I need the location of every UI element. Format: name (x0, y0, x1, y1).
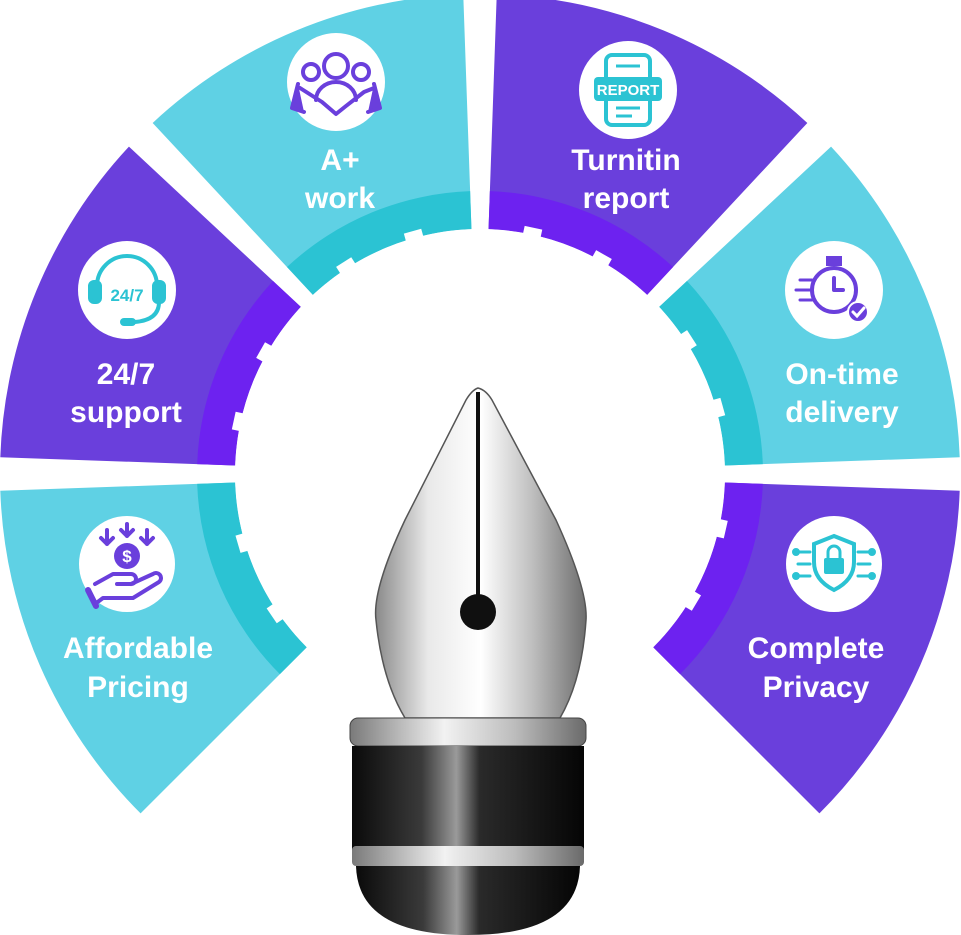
a-plus-work-gear-tooth-1 (403, 228, 427, 251)
segment-labels: Affordable Pricing 24/7 support A+ work … (63, 144, 899, 704)
affordable-pricing-label-line2: Pricing (87, 671, 189, 704)
a-plus-work-gear-tooth-2 (336, 257, 361, 283)
support-inner-band (197, 280, 301, 466)
turnitin-report-label-line2: report (583, 182, 670, 215)
affordable-pricing-label-line1: Affordable (63, 632, 213, 665)
support-label-line2: support (70, 396, 182, 429)
complete-privacy-inner-band (653, 482, 763, 675)
support-label-line1: 24/7 (97, 358, 155, 391)
a-plus-work-label-line1: A+ (320, 144, 359, 177)
complete-privacy-label-line1: Complete (748, 632, 885, 665)
handshake-team-icon (290, 52, 382, 116)
a-plus-work-label-line2: work (304, 182, 375, 215)
support-gear-tooth-1 (256, 342, 281, 367)
support-badge: 24/7 (78, 241, 176, 339)
segments-layer (0, 0, 960, 814)
on-time-delivery-label-line1: On-time (785, 358, 898, 391)
complete-privacy-badge (786, 516, 882, 612)
on-time-delivery-label-line2: delivery (785, 396, 899, 429)
complete-privacy-label-line2: Privacy (763, 671, 870, 704)
turnitin-report-gear-tooth-1 (587, 250, 612, 275)
support-icon-text: 24/7 (110, 286, 143, 305)
turnitin-report-badge: REPORT (579, 41, 677, 139)
stopwatch-check-icon (794, 256, 869, 323)
on-time-delivery-gear-tooth-2 (671, 330, 697, 355)
report-icon-text: REPORT (597, 82, 660, 99)
a-plus-work-inner-band (286, 191, 472, 295)
turnitin-report-label-line1: Turnitin (571, 144, 680, 177)
on-time-delivery-badge (785, 241, 883, 339)
hand-dollar-icon: $ (85, 522, 163, 609)
turnitin-report-inner-band (488, 191, 674, 295)
affordable-pricing-gear-tooth-1 (235, 530, 258, 553)
report-document-icon: REPORT (594, 53, 662, 127)
turnitin-report-gear-tooth-2 (520, 225, 543, 248)
complete-privacy-gear-tooth-2 (706, 516, 728, 539)
affordable-pricing-badge: $ (79, 516, 175, 612)
complete-privacy-gear-tooth-1 (676, 586, 702, 611)
shield-lock-icon (792, 533, 876, 593)
support-gear-tooth-2 (231, 411, 254, 434)
headset-24-7-icon: 24/7 (88, 254, 166, 326)
affordable-pricing-inner-band (197, 482, 307, 675)
fountain-pen-nib (349, 387, 587, 935)
affordable-pricing-gear-tooth-2 (266, 598, 292, 624)
on-time-delivery-inner-band (659, 280, 763, 466)
svg-text:$: $ (122, 547, 132, 566)
a-plus-work-badge (287, 33, 385, 131)
on-time-delivery-gear-tooth-1 (703, 397, 726, 421)
